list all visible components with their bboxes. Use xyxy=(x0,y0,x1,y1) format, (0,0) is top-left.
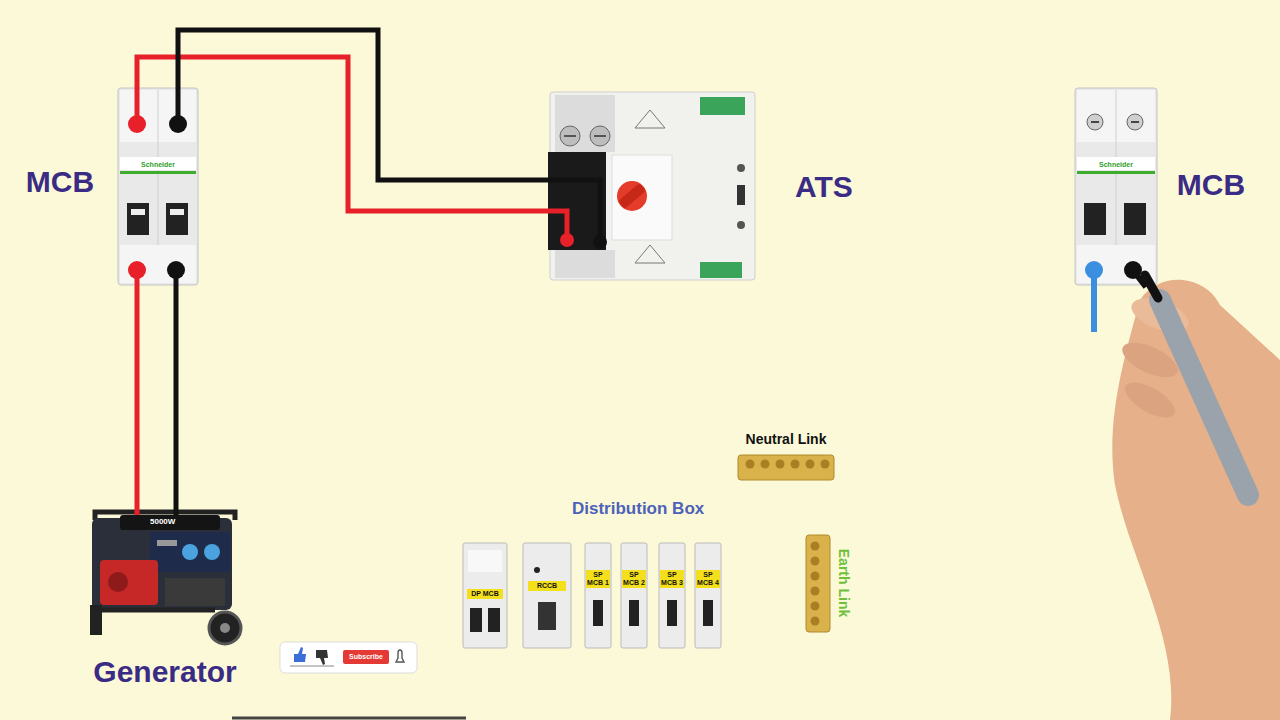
power-wire xyxy=(135,285,140,505)
power-wire xyxy=(178,30,550,180)
mcb-device xyxy=(118,88,198,285)
device-label: Neutral Link xyxy=(730,430,842,448)
ats-switch: ATS xyxy=(550,92,755,280)
sp-mcb: SP MCB 1 xyxy=(585,543,611,648)
label-holder: Schneider xyxy=(1078,160,1154,169)
generator-drawing xyxy=(90,505,241,644)
label-holder: Distribution Box xyxy=(572,499,732,519)
sp-mcb: SP MCB 3 xyxy=(659,543,685,648)
device-label: SP MCB 1 xyxy=(586,570,610,588)
device-heading: ATS xyxy=(786,170,862,204)
link-bar xyxy=(738,455,834,632)
device-label: DP MCB xyxy=(467,589,503,599)
device-label: SP MCB 2 xyxy=(622,570,646,588)
hand-drawing xyxy=(1112,275,1280,720)
breaker-drawing xyxy=(463,543,721,648)
brand-label: Schneider xyxy=(1078,160,1154,169)
device-heading: Generator xyxy=(75,655,255,689)
device-heading: MCB xyxy=(22,165,98,199)
section-label: Distribution Box xyxy=(572,499,732,519)
sp-mcb: SP MCB 2 xyxy=(621,543,647,648)
subscribe-bar xyxy=(280,642,417,673)
power-wire xyxy=(174,285,179,505)
progress-bar xyxy=(232,717,466,720)
subscribe-button: Subscribe xyxy=(343,650,389,664)
brand-label: Schneider xyxy=(120,160,196,169)
label-holder: Subscribe xyxy=(343,650,389,664)
sp-mcb: SP MCB 4 xyxy=(695,543,721,648)
device-label: SP MCB 3 xyxy=(660,570,684,588)
rccb: RCCB xyxy=(523,543,571,648)
mcb-breaker: MCB xyxy=(1075,88,1157,285)
mcb-breaker: MCB xyxy=(118,88,198,285)
label-holder: Schneider xyxy=(120,160,196,169)
device-label: Earth Link xyxy=(836,537,852,629)
device-label: SP MCB 4 xyxy=(696,570,720,588)
ats-device xyxy=(548,92,755,280)
earth-link: Earth Link xyxy=(806,535,830,632)
rating-label: 5000W xyxy=(150,517,190,527)
device-label: RCCB xyxy=(528,581,566,591)
label-holder: 5000W xyxy=(150,517,190,527)
neutral-link: Neutral Link xyxy=(738,455,834,480)
dp-mcb: DP MCB xyxy=(463,543,507,648)
device-heading: MCB xyxy=(1173,168,1249,202)
power-wire xyxy=(137,57,550,211)
